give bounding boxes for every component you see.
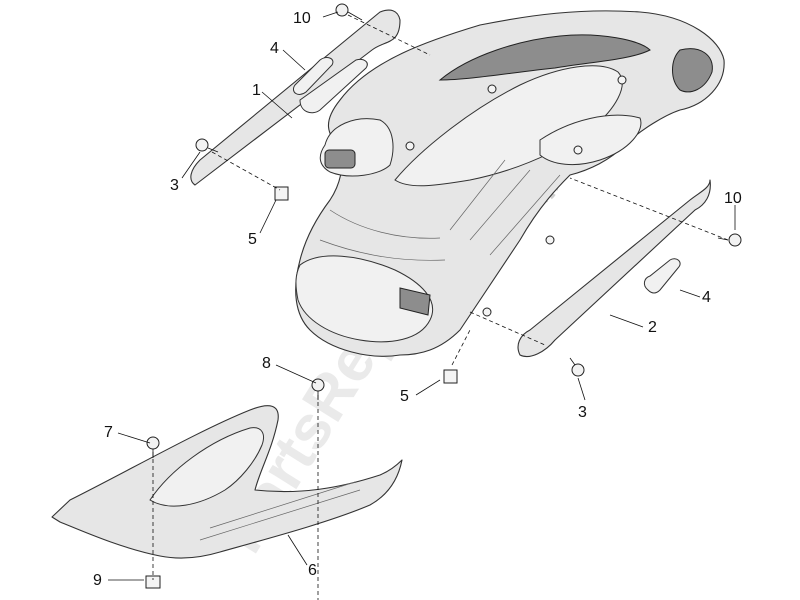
callout-5-left: 5: [248, 231, 257, 248]
callout-3-right: 3: [578, 404, 587, 421]
screw-3-left: [195, 138, 219, 153]
rear-body-cover: [295, 10, 725, 357]
side-panel-right: [517, 179, 711, 358]
callout-9: 9: [93, 572, 102, 589]
badge-right: [643, 258, 681, 294]
callout-2: 2: [648, 319, 657, 336]
screw-8: [311, 378, 325, 400]
callout-5-mid: 5: [400, 388, 409, 405]
side-panel-left: [190, 9, 401, 186]
callout-10-top: 10: [293, 10, 311, 27]
callout-4-top: 4: [270, 40, 279, 57]
callout-7: 7: [104, 424, 113, 441]
screw-10-right: [717, 233, 742, 247]
badge-left: [292, 57, 334, 95]
screw-3-right: [569, 357, 585, 377]
floor-cover: [51, 405, 403, 559]
clip-5-mid: [443, 369, 458, 384]
callout-6: 6: [308, 562, 317, 579]
callout-3-left: 3: [170, 177, 179, 194]
callout-1: 1: [252, 82, 261, 99]
clip-5-left: [274, 186, 289, 201]
callout-8: 8: [262, 355, 271, 372]
clip-9: [145, 575, 161, 589]
callout-10-right: 10: [724, 190, 742, 207]
callout-4-right: 4: [702, 289, 711, 306]
screw-10-top: [335, 3, 363, 21]
